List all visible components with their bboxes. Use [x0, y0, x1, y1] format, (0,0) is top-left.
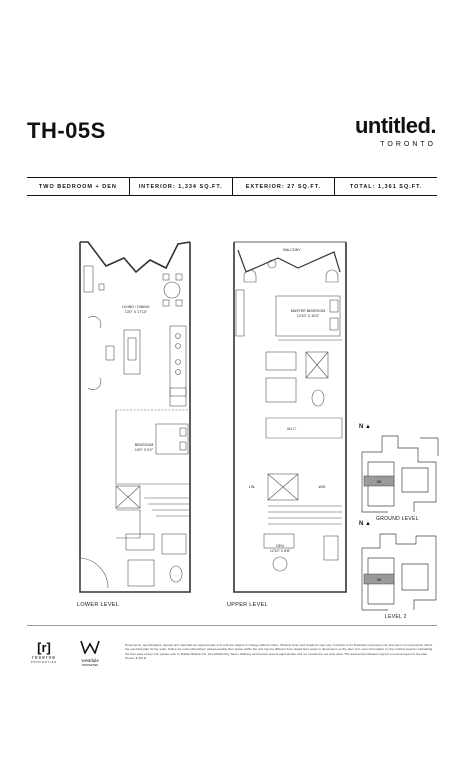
- stair-landing: [115, 485, 141, 509]
- den-name: DEN: [276, 544, 284, 548]
- desk: [83, 265, 94, 293]
- upper-level-drawing: BALCONY MASTER BEDROOM 12'10" X 10'0" W.…: [233, 241, 347, 593]
- den-dims: 12'10" X 8'8": [270, 549, 291, 553]
- reserve-logo: [r] reserve PROPERTIES: [31, 640, 57, 664]
- north-label: N: [359, 424, 364, 430]
- living-room-dims: 13'0" X 17'10": [125, 310, 148, 314]
- unit-title: TH-05S: [27, 118, 106, 143]
- north-indicator-level2: N ▲: [359, 521, 371, 527]
- reserve-name: reserve: [32, 655, 56, 661]
- level-2-keyplan: 05: [358, 530, 440, 617]
- stair-treads: [144, 497, 190, 517]
- interior-area: INTERIOR: 1,334 SQ.FT.: [128, 178, 232, 195]
- master-bedroom-name: MASTER BEDROOM: [291, 309, 326, 313]
- north-label-2: N: [359, 521, 364, 527]
- shower: [305, 351, 329, 379]
- walk-in-closet: [265, 417, 343, 439]
- westdale-sub: PROPERTIES: [81, 664, 99, 667]
- total-area: TOTAL: 1,361 SQ.FT.: [334, 178, 437, 195]
- footer-divider: [27, 625, 437, 626]
- ground-level-label: GROUND LEVEL: [376, 516, 419, 522]
- living-room-name: LIVING / DINING: [122, 305, 150, 309]
- den-closet: [323, 535, 339, 561]
- reserve-sub: PROPERTIES: [31, 661, 58, 664]
- laundry: [161, 533, 187, 555]
- reserve-mark: [r]: [37, 640, 51, 655]
- master-bed: [275, 295, 341, 337]
- den-chair: [272, 556, 288, 572]
- upper-level-label: UPPER LEVEL: [227, 602, 268, 608]
- lower-level-drawing: LIVING / DINING 13'0" X 17'10" BEDROOM 1…: [79, 241, 191, 593]
- unit-highlight-ground: [363, 475, 395, 487]
- bedroom-dims: 10'0" X 9'2": [135, 448, 154, 452]
- bedroom-name: BEDROOM: [135, 443, 154, 447]
- sofa: [123, 329, 141, 375]
- lower-level-plan: LIVING / DINING 13'0" X 17'10" BEDROOM 1…: [66, 238, 206, 598]
- balcony-label: BALCONY: [283, 248, 301, 252]
- lower-level-label: LOWER LEVEL: [77, 602, 120, 608]
- north-arrow-icon: ▲: [365, 424, 371, 430]
- wd-label: W/D: [319, 485, 326, 489]
- ensuite-vanity: [265, 351, 297, 371]
- north-arrow-icon-2: ▲: [365, 521, 371, 527]
- westdale-name: westdale: [81, 659, 99, 664]
- upper-outer-wall: [233, 242, 347, 593]
- level-2-label: LEVEL 2: [385, 614, 407, 620]
- kitchen-counter: [169, 325, 187, 397]
- ground-keyplan-drawing: 05: [361, 435, 439, 513]
- wardrobe: [235, 289, 245, 337]
- master-bedroom-dims: 12'10" X 10'0": [297, 314, 320, 318]
- level2-keyplan-drawing: 05: [361, 533, 437, 611]
- brand-city: TORONTO: [380, 141, 436, 148]
- bed: [155, 423, 189, 455]
- tub: [127, 559, 155, 587]
- balcony-edge: [237, 249, 341, 273]
- toilet: [169, 565, 183, 583]
- unit-tag-ground: 05: [377, 479, 382, 484]
- upper-level-plan: BALCONY MASTER BEDROOM 12'10" X 10'0" W.…: [222, 238, 362, 598]
- ground-level-keyplan: 05: [358, 432, 440, 519]
- spec-bar: TWO BEDROOM + DEN INTERIOR: 1,334 SQ.FT.…: [27, 177, 437, 196]
- unit-tag-level2: 05: [377, 577, 382, 582]
- vanity: [125, 533, 155, 551]
- upper-stair-treads: [268, 505, 342, 525]
- den-desk: [263, 533, 295, 549]
- westdale-logo: westdale PROPERTIES: [80, 640, 100, 667]
- westdale-w-icon: [80, 640, 100, 655]
- laundry-closet: [267, 473, 299, 501]
- linen-label: LIN.: [249, 485, 256, 489]
- unit-highlight-level2: [363, 573, 395, 585]
- legal-disclaimer: Dimensions, specifications, layouts and …: [125, 643, 433, 661]
- unit-type: TWO BEDROOM + DEN: [38, 183, 117, 190]
- brand-logo: untitled. TORONTO: [354, 113, 437, 148]
- wic-label: W.I.C.: [287, 427, 297, 431]
- brand-wordmark: untitled.: [354, 113, 437, 138]
- lower-bay-window: [80, 241, 191, 274]
- north-indicator-ground: N ▲: [359, 424, 371, 430]
- dining-table: [163, 281, 181, 299]
- exterior-area: EXTERIOR: 27 SQ.FT.: [231, 178, 335, 195]
- lower-outer-wall: [79, 242, 191, 593]
